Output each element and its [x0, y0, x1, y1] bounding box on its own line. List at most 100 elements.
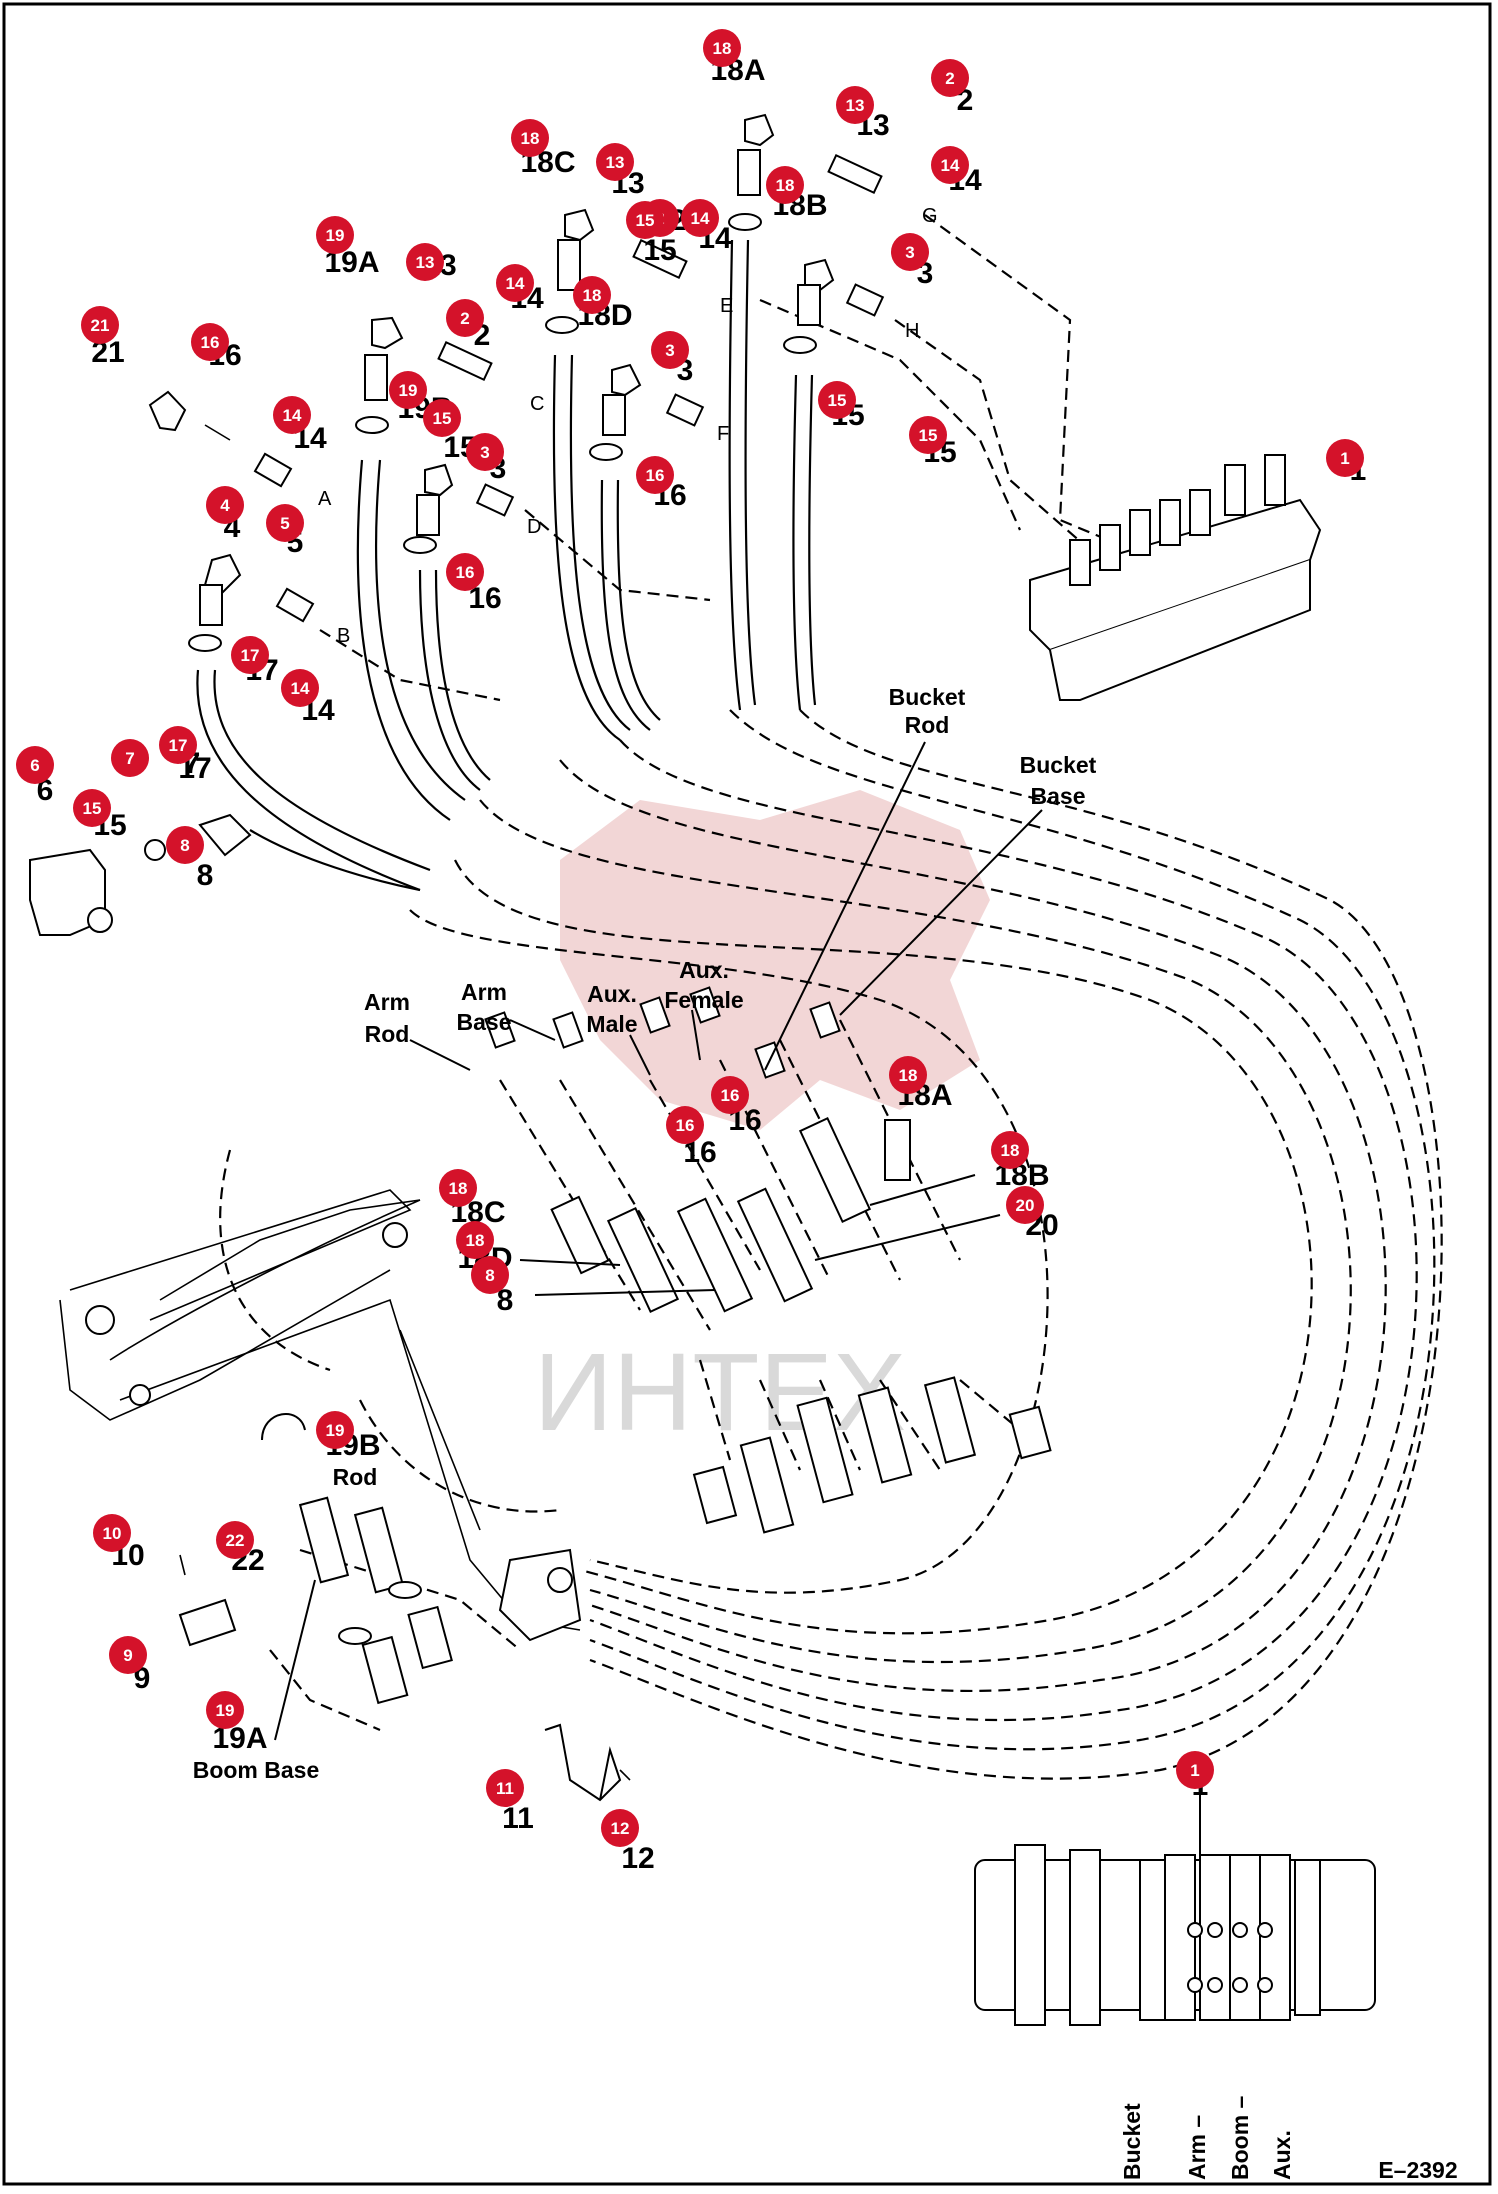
- callout-badge: 8: [166, 826, 204, 864]
- callout-badge: 8: [471, 1256, 509, 1294]
- callout-circle: [446, 299, 484, 337]
- callout-badge: 15: [626, 201, 664, 239]
- callout-badge: 14: [496, 264, 534, 302]
- callout-circle: [573, 276, 611, 314]
- hose-routes: [219, 214, 1443, 1780]
- callout-number: 15: [636, 211, 655, 230]
- callout-number: 13: [606, 153, 625, 172]
- bucket-rod-label-2: Rod: [905, 712, 950, 738]
- boom-arm: [59, 1189, 631, 1802]
- callout-circle: [159, 726, 197, 764]
- callout-number: 20: [1016, 1196, 1035, 1215]
- boom-rod-label: Rod: [333, 1464, 378, 1490]
- callout-badge: 19: [206, 1691, 244, 1729]
- aux-male-label-1: Aux.: [587, 981, 637, 1007]
- callout-badge: 16: [666, 1106, 704, 1144]
- callout-number: 14: [506, 274, 525, 293]
- callout-circle: [681, 199, 719, 237]
- callout-circle: [93, 1514, 131, 1552]
- control-valve-bottom: [974, 1795, 1376, 2026]
- part-number-label: 11: [502, 1802, 534, 1835]
- callout-circle: [423, 399, 461, 437]
- callout-badge: 18: [991, 1131, 1029, 1169]
- callout-number: 13: [846, 96, 865, 115]
- callout-circle: [601, 1809, 639, 1847]
- callout-number: 18: [1001, 1141, 1020, 1160]
- arm-rod-label-2: Rod: [365, 1021, 410, 1047]
- valve-section-label: Aux.: [1269, 2130, 1295, 2180]
- callout-circle: [766, 166, 804, 204]
- callout-number: 5: [280, 514, 289, 533]
- callout-badge: 19: [316, 1411, 354, 1449]
- callout-number: 16: [456, 563, 475, 582]
- arm-base-label-2: Base: [457, 1009, 512, 1035]
- callout-badge: 18: [889, 1056, 927, 1094]
- port-letter: G: [922, 205, 938, 227]
- callout-circle: [1326, 439, 1364, 477]
- callout-circle: [439, 1169, 477, 1207]
- watermark-text: ИНТЕХ: [534, 1331, 906, 1454]
- callout-badge: 18: [573, 276, 611, 314]
- callout-number: 13: [416, 253, 435, 272]
- callout-circle: [389, 371, 427, 409]
- lower-fittings: [484, 986, 1052, 1534]
- callout-circle: [471, 1256, 509, 1294]
- callout-number: 8: [485, 1266, 494, 1285]
- callout-circle: [931, 146, 969, 184]
- callout-number: 19: [326, 1421, 345, 1440]
- callout-number: 16: [201, 333, 220, 352]
- callout-number: 10: [103, 1524, 122, 1543]
- callout-badge: 13: [406, 243, 444, 281]
- callout-circle: [273, 396, 311, 434]
- callout-badge: 15: [73, 789, 111, 827]
- aux-female-label-2: Female: [664, 987, 743, 1013]
- callout-number: 15: [83, 799, 102, 818]
- boom-base-label: Boom Base: [193, 1757, 320, 1783]
- callout-circle: [81, 306, 119, 344]
- callout-badge: 18: [511, 119, 549, 157]
- callout-number: 18: [521, 129, 540, 148]
- bucket-rod-label-1: Bucket: [889, 684, 966, 710]
- callout-number: 9: [123, 1646, 132, 1665]
- top-fittings: [148, 113, 885, 652]
- callout-number: 14: [291, 679, 310, 698]
- callout-circle: [406, 243, 444, 281]
- callout-badge: 21: [81, 306, 119, 344]
- aux-male-label-2: Male: [586, 1011, 637, 1037]
- callout-circle: [1176, 1751, 1214, 1789]
- callout-number: 17: [169, 736, 188, 755]
- callout-number: 18: [713, 39, 732, 58]
- callout-badge: 15: [909, 416, 947, 454]
- callout-number: 14: [691, 209, 710, 228]
- callout-number: 15: [828, 391, 847, 410]
- solid-hoses: [196, 239, 817, 892]
- callout-number: 18: [899, 1066, 918, 1085]
- callout-number: 4: [220, 496, 230, 515]
- callout-circle: [191, 323, 229, 361]
- port-letter: H: [905, 320, 919, 342]
- callout-number: 3: [665, 341, 674, 360]
- callout-badge: 13: [836, 86, 874, 124]
- callout-badge: 16: [711, 1076, 749, 1114]
- callout-badge: 7: [111, 739, 149, 777]
- block-6: [29, 813, 421, 936]
- callout-badge: 13: [596, 143, 634, 181]
- part-number-label: 8: [197, 859, 214, 892]
- callout-circle: [596, 143, 634, 181]
- watermark-logo: ИНТЕХ: [534, 790, 990, 1454]
- callout-circle: [16, 746, 54, 784]
- callout-number: 18: [449, 1179, 468, 1198]
- callout-number: 16: [676, 1116, 695, 1135]
- callout-circle: [636, 456, 674, 494]
- part-number-label: 12: [621, 1842, 654, 1875]
- callout-circle: [486, 1769, 524, 1807]
- name-leaders: [274, 741, 1043, 1741]
- callout-circle: [266, 504, 304, 542]
- callout-badge: 14: [281, 669, 319, 707]
- callout-number: 19: [399, 381, 418, 400]
- callout-number: 19: [326, 226, 345, 245]
- valve-section-label: Bucket: [1119, 2103, 1145, 2180]
- hose-name-labels: Arm Rod Arm Base Aux. Male Aux. Female B…: [193, 684, 1458, 2183]
